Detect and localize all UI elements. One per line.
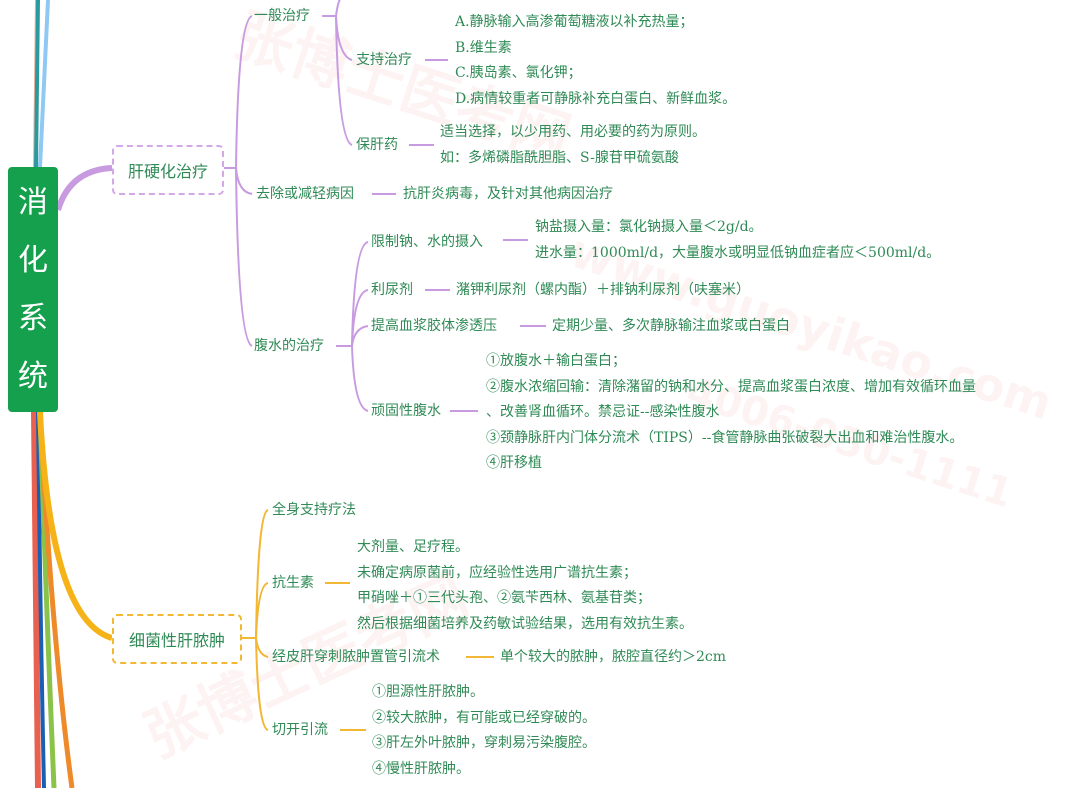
list-item: ②腹水浓缩回输：清除潴留的钠和水分、提高血浆蛋白浓度、增加有效循环血量 (486, 378, 976, 395)
node-liver-protection[interactable]: 保肝药 (356, 137, 398, 153)
list-item: 未确定病原菌前，应经验性选用广谱抗生素； (357, 564, 637, 581)
diuretics-item: 潴钾利尿剂（螺内酯）＋排钠利尿剂（呋塞米） (456, 282, 750, 298)
list-item: 、改善肾血循环。禁忌证--感染性腹水 (486, 404, 720, 420)
list-item: 适当选择，以少用药、用必要的药为原则。 (440, 124, 706, 140)
list-item: 进水量：1000ml/d，大量腹水或明显低钠血症者应＜500ml/d。 (535, 244, 941, 261)
branch-cirrhosis-node[interactable]: 肝硬化治疗 (112, 145, 224, 195)
node-ascites-treatment[interactable]: 腹水的治疗 (254, 338, 324, 354)
node-restrict-sodium-water[interactable]: 限制钠、水的摄入 (371, 234, 483, 250)
root-char: 化 (18, 242, 48, 278)
list-item: ①放腹水＋输白蛋白； (486, 353, 626, 369)
node-diuretics[interactable]: 利尿剂 (371, 282, 413, 298)
list-item: 甲硝唑＋①三代头孢、②氨苄西林、氨基苷类； (357, 590, 651, 606)
root-char: 消 (18, 184, 48, 220)
list-item: ③颈静脉肝内门体分流术（TIPS）--食管静脉曲张破裂大出血和难治性腹水。 (486, 429, 964, 446)
node-support-treatment[interactable]: 支持治疗 (356, 52, 412, 68)
refractory-ascites-items: ①放腹水＋输白蛋白； ②腹水浓缩回输：清除潴留的钠和水分、提高血浆蛋白浓度、增加… (486, 349, 976, 477)
percutaneous-drainage-item: 单个较大的脓肿，脓腔直径约＞2cm (500, 649, 727, 665)
list-item: A.静脉输入高渗葡萄糖液以补充热量； (455, 14, 694, 30)
list-item: 然后根据细菌培养及药敏试验结果，选用有效抗生素。 (357, 615, 693, 632)
list-item: ④肝移植 (486, 455, 542, 471)
remove-cause-item: 抗肝炎病毒，及针对其他病因治疗 (403, 186, 613, 202)
list-item: ④慢性肝脓肿。 (372, 760, 470, 777)
node-remove-cause[interactable]: 去除或减轻病因 (256, 186, 354, 202)
antibiotics-items: 大剂量、足疗程。 未确定病原菌前，应经验性选用广谱抗生素； 甲硝唑＋①三代头孢、… (357, 535, 693, 637)
node-percutaneous-drainage[interactable]: 经皮肝穿刺脓肿置管引流术 (272, 649, 440, 665)
list-item: ③肝左外叶脓肿，穿刺易污染腹腔。 (372, 735, 596, 751)
node-incision-drainage[interactable]: 切开引流 (272, 722, 328, 738)
list-item: 钠盐摄入量：氯化钠摄入量＜2g/d。 (535, 219, 763, 235)
support-treatment-items: A.静脉输入高渗葡萄糖液以补充热量； B.维生素 C.胰岛素、氯化钾； D.病情… (455, 10, 736, 112)
liver-protection-items: 适当选择，以少用药、用必要的药为原则。 如：多烯磷脂酰胆脂、S-腺苷甲硫氨酸 (440, 120, 706, 171)
root-node[interactable]: 消 化 系 统 (8, 167, 58, 412)
root-char: 统 (18, 358, 48, 394)
list-item: 如：多烯磷脂酰胆脂、S-腺苷甲硫氨酸 (440, 149, 679, 166)
list-item: D.病情较重者可静脉补充白蛋白、新鲜血浆。 (455, 90, 737, 107)
node-refractory-ascites[interactable]: 顽固性腹水 (371, 403, 441, 419)
list-item: C.胰岛素、氯化钾； (455, 65, 582, 81)
node-systemic-support[interactable]: 全身支持疗法 (272, 502, 356, 518)
node-general-treatment[interactable]: 一般治疗 (254, 8, 310, 24)
node-plasma-pressure[interactable]: 提高血浆胶体渗透压 (371, 318, 497, 334)
restrict-sodium-items: 钠盐摄入量：氯化钠摄入量＜2g/d。 进水量：1000ml/d，大量腹水或明显低… (535, 215, 940, 266)
list-item: ②较大脓肿，有可能或已经穿破的。 (372, 709, 596, 726)
list-item: 大剂量、足疗程。 (357, 539, 469, 555)
incision-drainage-items: ①胆源性肝脓肿。 ②较大脓肿，有可能或已经穿破的。 ③肝左外叶脓肿，穿刺易污染腹… (372, 680, 596, 782)
branch-liver-abscess-node[interactable]: 细菌性肝脓肿 (112, 614, 242, 664)
list-item: ①胆源性肝脓肿。 (372, 684, 484, 700)
list-item: B.维生素 (455, 39, 512, 56)
node-antibiotics[interactable]: 抗生素 (272, 575, 314, 591)
root-char: 系 (18, 300, 48, 336)
plasma-pressure-item: 定期少量、多次静脉输注血浆或白蛋白 (552, 318, 790, 334)
